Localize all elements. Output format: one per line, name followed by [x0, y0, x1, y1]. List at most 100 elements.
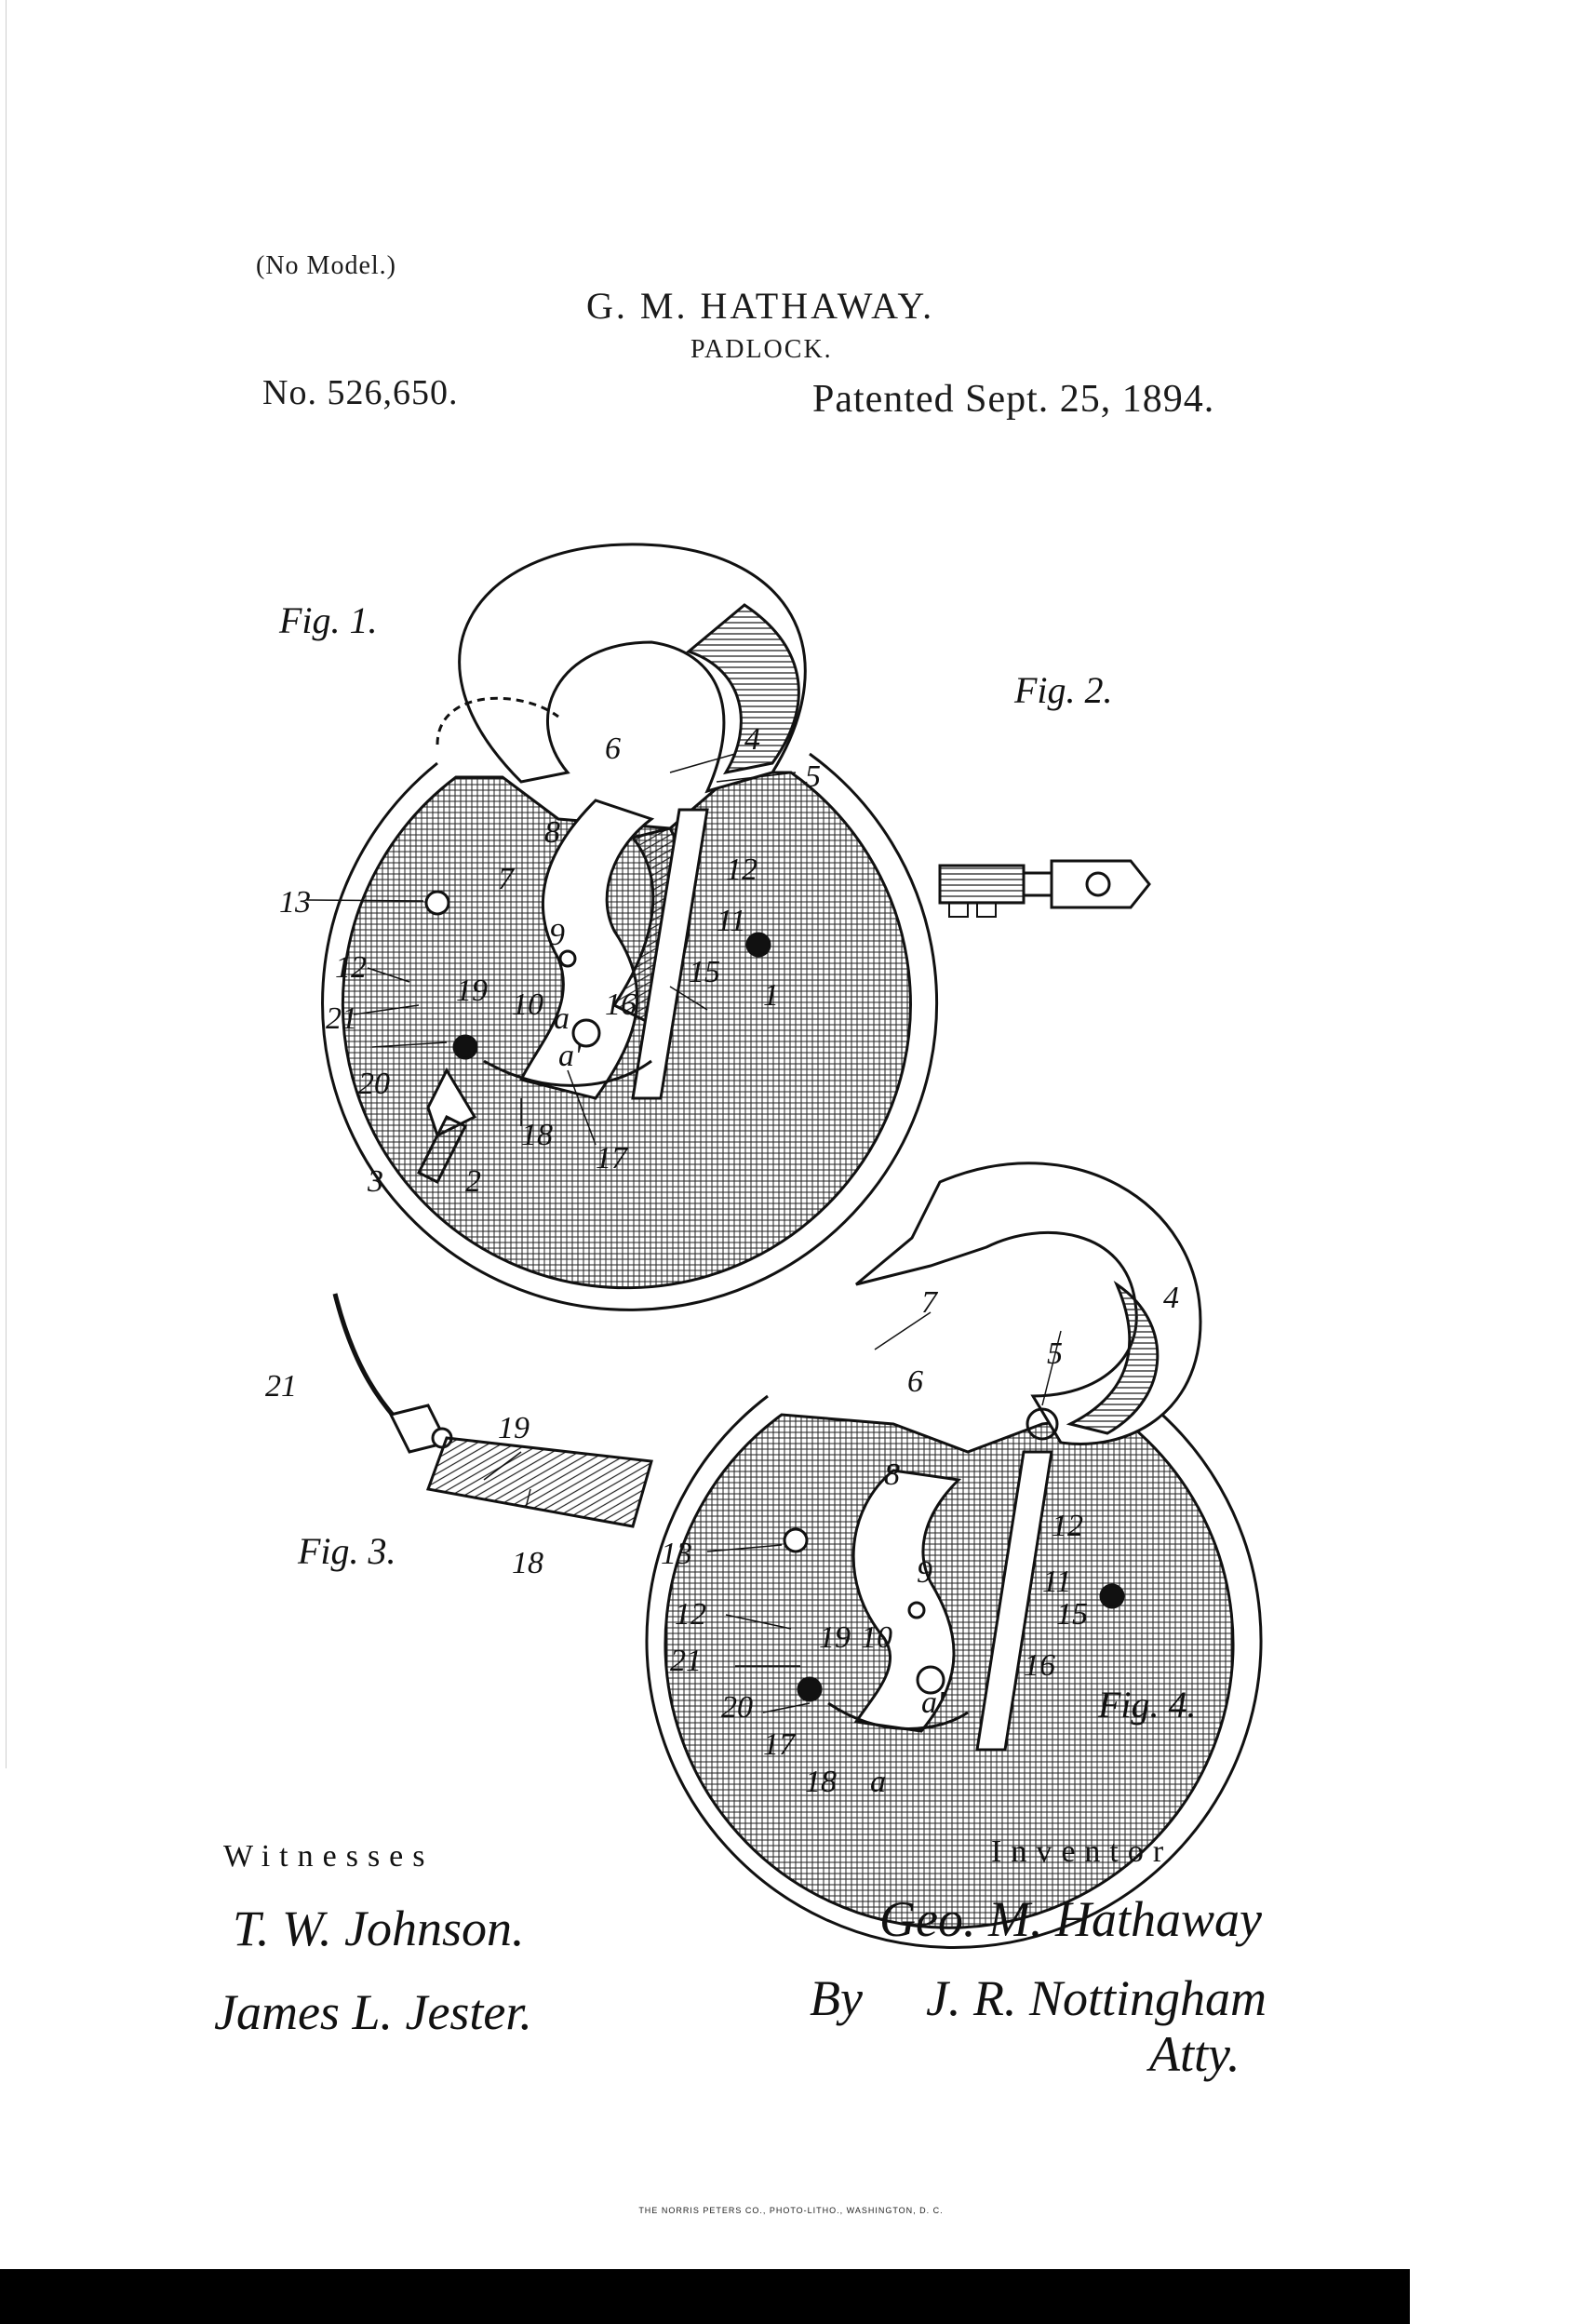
patent-title: PADLOCK. [690, 335, 833, 364]
fig1-ref: 15 [689, 955, 720, 989]
fig1-ref: 20 [358, 1067, 390, 1101]
fig1-shackle [458, 543, 807, 794]
fig4-reference-numerals: 4 5 6 7 8 9 10 11 12 12 13 15 16 17 18 1… [661, 1281, 1179, 1799]
fig4-ref: 12 [1052, 1509, 1083, 1543]
fig4-ref: 5 [1047, 1337, 1063, 1371]
fig4-ref: 15 [1056, 1597, 1088, 1632]
fig4-ref: 9 [917, 1555, 932, 1590]
fig4-ref: 8 [884, 1458, 900, 1492]
fig4-ref: 6 [907, 1364, 923, 1399]
figure-2 [938, 859, 1151, 918]
fig1-leader-lines [306, 753, 797, 1146]
figure-3 [332, 1293, 653, 1528]
fig1-ref: 12 [726, 853, 757, 887]
fig1-ref: 8 [544, 815, 560, 850]
fig1-ref: a [554, 1001, 570, 1036]
fig1-ref: 21 [326, 1001, 357, 1036]
attorney-signature: J. R. Nottingham [926, 1970, 1267, 2026]
fig1-label: Fig. 1. [278, 599, 378, 641]
fig1-rivet-left [452, 1034, 478, 1060]
fig1-bottom-plate-18 [483, 1059, 652, 1087]
patent-number: No. 526,650. [262, 373, 459, 412]
fig3-ref: 19 [498, 1411, 530, 1445]
scan-edge-line [6, 0, 7, 1768]
fig4-ref: 10 [861, 1620, 892, 1655]
fig2-key-hole [1085, 871, 1111, 897]
fig1-rivet-right [745, 932, 771, 958]
fig3-leader-18 [525, 1488, 531, 1509]
fig1-ref: 9 [549, 918, 565, 952]
fig1-ref: 12 [335, 950, 367, 985]
fig4-rivet-right [1099, 1583, 1125, 1609]
fig1-ref: 10 [512, 987, 543, 1022]
fig4-shackle [855, 1162, 1202, 1445]
fig3-ref: 21 [265, 1369, 297, 1404]
fig3-reference-numerals: 21 19 18 [265, 1369, 543, 1580]
inventor-heading: Inventor [991, 1834, 1173, 1869]
fig1-pivot-9 [558, 949, 577, 968]
fig1-pivot-13 [424, 890, 450, 916]
fig3-leader-19 [483, 1451, 522, 1481]
fig1-reference-numerals: 1 2 3 4 5 6 7 8 9 10 11 12 12 13 15 16 1… [279, 722, 821, 1199]
fig1-ref: 2 [465, 1164, 481, 1199]
fig2-key-bow [1050, 859, 1151, 909]
fig4-pivot-9 [907, 1601, 926, 1619]
fig4-ref: 11 [1042, 1565, 1071, 1599]
fig3-label: Fig. 3. [297, 1530, 396, 1572]
fig1-ref: 6 [605, 732, 621, 766]
fig4-ref: 17 [763, 1727, 797, 1762]
fig4-ref: a [870, 1765, 886, 1799]
fig4-ref: 19 [819, 1620, 851, 1655]
fig1-ref: 11 [717, 904, 745, 938]
fig1-ref: 13 [279, 885, 311, 920]
fig1-shackle-dashed-arc [436, 696, 559, 746]
fig2-key-bit [948, 903, 997, 918]
fig4-bottom-plate-18 [827, 1701, 969, 1730]
fig1-locking-dog [518, 799, 655, 1100]
fig4-ref: 18 [805, 1765, 837, 1799]
fig1-ref: 4 [744, 722, 760, 757]
fig4-ref: 13 [661, 1537, 692, 1571]
fig1-ref: 7 [498, 862, 516, 896]
fig4-ref: 4 [1163, 1281, 1179, 1315]
fig3-plate-19 [425, 1436, 653, 1528]
fig1-ref: 5 [805, 759, 821, 794]
fig4-ref: 16 [1024, 1648, 1055, 1683]
fig3-ref: 18 [512, 1546, 543, 1580]
attorney-abbrev: Atty. [1146, 2026, 1240, 2082]
fig2-key-collar [1022, 871, 1053, 897]
witness-signature-1: T. W. Johnson. [233, 1901, 525, 1956]
fig4-spring-bar [975, 1450, 1053, 1752]
fig4-pivot-13 [783, 1527, 809, 1553]
fig4-ref: 21 [670, 1644, 702, 1678]
figure-4 [645, 1162, 1263, 1949]
printer-credit: THE NORRIS PETERS CO., PHOTO-LITHO., WAS… [638, 2206, 944, 2215]
fig1-ref: 18 [521, 1118, 553, 1152]
witnesses-heading: Witnesses [223, 1839, 435, 1874]
inventor-signature: Geo. M. Hathaway [879, 1891, 1262, 1947]
fig1-ref: 19 [456, 974, 488, 1008]
figure-1 [306, 543, 939, 1311]
fig2-label: Fig. 2. [1013, 669, 1113, 711]
fig1-ref: 1 [763, 978, 779, 1013]
fig4-leader-lines [706, 1311, 1062, 1713]
fig1-key-handle [416, 1114, 468, 1185]
fig4-ref: a' [921, 1686, 945, 1720]
fig1-ref: a' [558, 1039, 582, 1073]
fig4-label: Fig. 4. [1097, 1684, 1197, 1726]
fig4-pivot-16 [916, 1665, 945, 1695]
fig4-ref: 20 [721, 1690, 753, 1725]
witness-signature-2: James L. Jester. [214, 1984, 532, 2040]
fig1-spring-bar [631, 808, 709, 1100]
fig4-ref: 7 [921, 1285, 939, 1320]
patent-date: Patented Sept. 25, 1894. [812, 378, 1215, 421]
no-model-note: (No Model.) [256, 251, 396, 280]
fig1-ref: 17 [596, 1141, 629, 1175]
by-word: By [810, 1970, 863, 2026]
scan-bottom-border [0, 2269, 1410, 2324]
fig1-ref: 16 [605, 987, 637, 1022]
fig4-rivet-left [797, 1676, 823, 1702]
fig1-ref: 3 [367, 1164, 383, 1199]
fig4-ref: 12 [675, 1597, 706, 1632]
